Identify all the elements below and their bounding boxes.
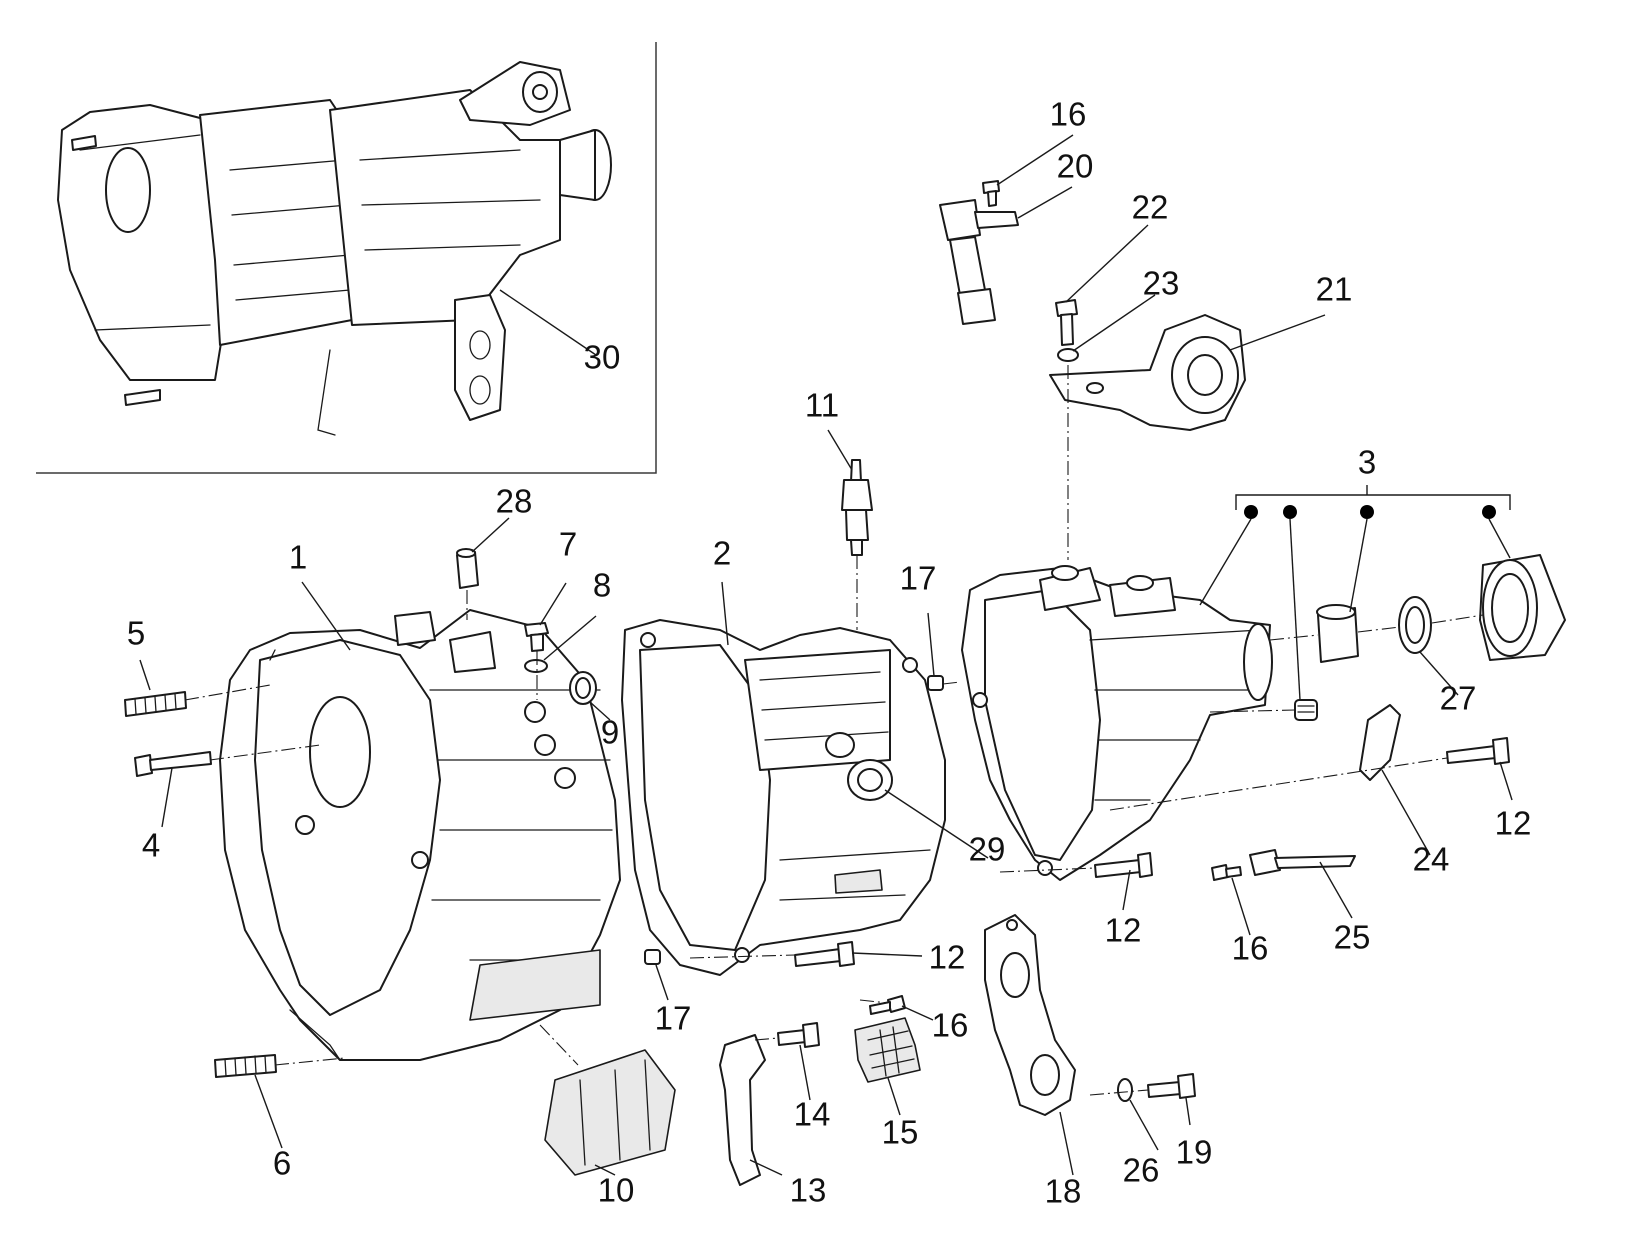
callout-15: 15 xyxy=(882,1114,919,1151)
callout-21: 21 xyxy=(1316,271,1353,308)
callout-12c: 12 xyxy=(1495,805,1532,842)
callout-24: 24 xyxy=(1413,841,1450,878)
group-3-bracket xyxy=(1199,485,1511,701)
leader-lines xyxy=(139,134,1513,1176)
part-7-screw xyxy=(524,622,549,652)
part-22-bolt xyxy=(1055,299,1078,346)
part-19-bolt xyxy=(1147,1073,1196,1099)
assembly-axes xyxy=(184,365,1484,1096)
callout-30: 30 xyxy=(584,339,621,376)
callout-28: 28 xyxy=(496,483,533,520)
part-12-bolt-a xyxy=(794,941,855,967)
part-27-ring xyxy=(1398,596,1432,654)
part-3-cover xyxy=(1479,554,1566,661)
group-3-dot-3 xyxy=(1360,505,1374,519)
part-20-speed-sensor xyxy=(939,199,1019,325)
callout-14: 14 xyxy=(794,1096,831,1133)
inset-gasket xyxy=(454,294,506,421)
callout-9: 9 xyxy=(601,714,619,751)
inset-bell-opening xyxy=(105,147,151,233)
rear-case-output xyxy=(1243,623,1273,701)
part-8-washer xyxy=(524,659,548,673)
callout-29: 29 xyxy=(969,831,1006,868)
group-3-dot-2 xyxy=(1283,505,1297,519)
part-4-bolt xyxy=(134,751,212,777)
callout-13: 13 xyxy=(790,1172,827,1209)
part-3-plug xyxy=(1294,699,1318,721)
part-2-intermediate-case xyxy=(621,619,946,976)
part-6-stud xyxy=(214,1054,277,1078)
part-3-rear-case xyxy=(961,565,1273,881)
part-25-switch xyxy=(1249,849,1356,876)
inset-middle-case xyxy=(199,99,353,346)
part-1-bell-housing xyxy=(219,609,621,1061)
callout-10: 10 xyxy=(598,1172,635,1209)
callout-26: 26 xyxy=(1123,1152,1160,1189)
callout-16b: 16 xyxy=(932,1007,969,1044)
part-9-seal xyxy=(569,671,597,705)
part-17-dowel-a xyxy=(927,675,944,691)
bell-housing-bore xyxy=(309,696,371,808)
callout-27: 27 xyxy=(1440,680,1477,717)
callout-16c: 16 xyxy=(1232,930,1269,967)
callout-6: 6 xyxy=(273,1145,291,1182)
callout-20: 20 xyxy=(1057,148,1094,185)
part-26-washer xyxy=(1117,1078,1133,1102)
group-3-dot-1 xyxy=(1244,505,1258,519)
callout-3: 3 xyxy=(1358,444,1376,481)
callout-16a: 16 xyxy=(1050,96,1087,133)
group-3-dot-4 xyxy=(1482,505,1496,519)
part-15-connector xyxy=(854,1017,921,1083)
callout-8: 8 xyxy=(593,567,611,604)
callout-12b: 12 xyxy=(1105,912,1142,949)
callout-25: 25 xyxy=(1334,919,1371,956)
part-3-sleeve xyxy=(1316,604,1359,663)
part-23-washer xyxy=(1057,348,1079,362)
callout-11: 11 xyxy=(805,387,839,424)
part-21-mount xyxy=(1049,314,1246,431)
part-28-pin xyxy=(456,548,479,589)
part-5-stud xyxy=(124,691,187,717)
callout-4: 4 xyxy=(142,827,160,864)
part-16-screw-c xyxy=(1211,864,1242,881)
callout-22: 22 xyxy=(1132,189,1169,226)
callout-23: 23 xyxy=(1143,265,1180,302)
callout-2: 2 xyxy=(713,535,731,572)
part-14-bolt xyxy=(777,1022,820,1048)
callout-1: 1 xyxy=(289,539,307,576)
callout-7: 7 xyxy=(559,526,577,563)
callout-17b: 17 xyxy=(655,1000,692,1037)
inset-assembled-gearbox xyxy=(36,42,657,474)
part-12-bolt-b xyxy=(1094,852,1153,878)
part-11-sensor xyxy=(841,459,873,556)
part-24-plate xyxy=(1359,704,1401,781)
part-13-bracket xyxy=(719,1034,766,1186)
callout-17a: 17 xyxy=(900,560,937,597)
part-12-bolt-c xyxy=(1446,737,1510,765)
part-17-dowel-b xyxy=(644,949,661,965)
callout-12a: 12 xyxy=(929,939,966,976)
part-10-shield xyxy=(544,1049,676,1176)
callout-18: 18 xyxy=(1045,1173,1082,1210)
part-16-screw-b xyxy=(869,995,906,1015)
inset-frame xyxy=(36,42,657,474)
callout-labels: 1 2 3 4 5 6 7 8 9 10 11 12 12 12 13 14 1… xyxy=(127,96,1532,1210)
part-16-screw-a xyxy=(982,180,1000,207)
part-18-gasket xyxy=(984,914,1076,1116)
callout-5: 5 xyxy=(127,615,145,652)
callout-19: 19 xyxy=(1176,1134,1213,1171)
